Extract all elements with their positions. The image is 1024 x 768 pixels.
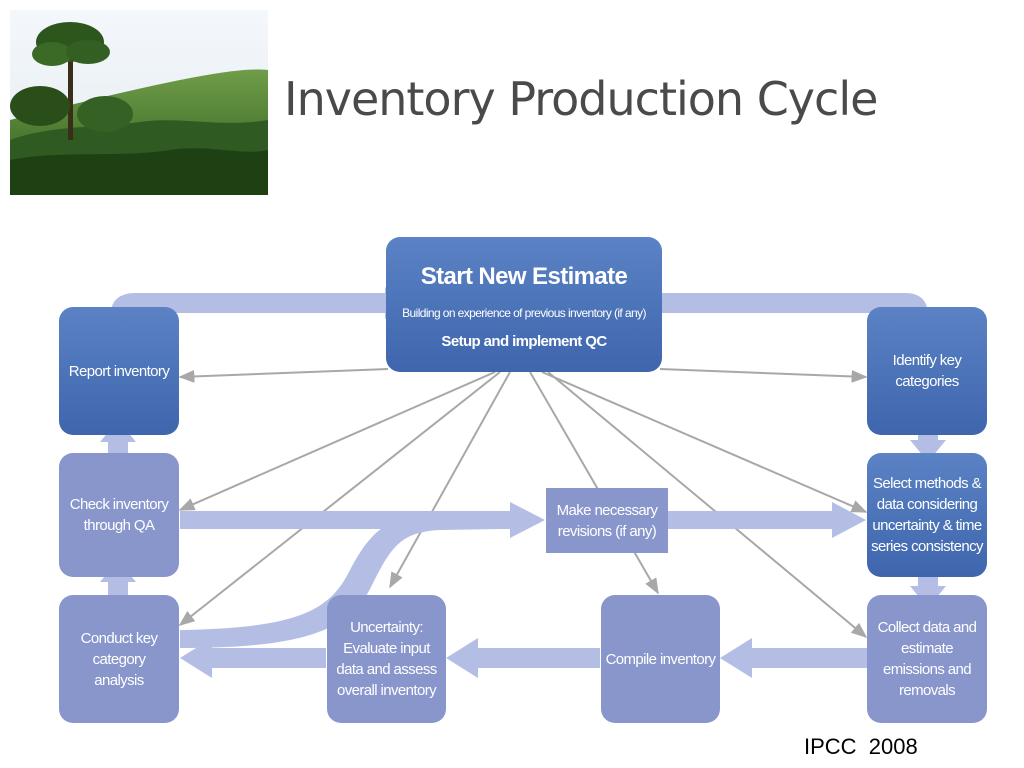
revisions-label: Make necessary revisions (if any) (556, 501, 658, 540)
select-methods-box: Select methods & data considering uncert… (867, 453, 987, 577)
arrow-start-to-check (178, 371, 496, 511)
start-qc: Setup and implement QC (441, 333, 607, 350)
arrow-compile-to-uncertainty (446, 638, 600, 678)
key-analysis-label: Conduct key category analysis (80, 629, 158, 689)
forest-photo (10, 10, 268, 195)
arrow-start-to-report (178, 368, 389, 383)
arrow-start-to-uncertainty (389, 371, 511, 589)
identify-label: Identify key categories (892, 352, 962, 390)
arrow-check-to-report (100, 420, 136, 458)
uncertainty-box: Uncertainty: Evaluate input data and ass… (327, 595, 446, 723)
source-credit: IPCC 2008 (804, 734, 918, 759)
compile-label: Compile inventory (605, 650, 716, 668)
arrow-collect-to-compile (720, 638, 868, 678)
forest-tree-icon (10, 10, 268, 195)
arrow-start-to-key-analysis (178, 371, 501, 626)
key-category-analysis-box: Conduct key category analysis (59, 595, 179, 723)
select-methods-label: Select methods & data considering uncert… (871, 475, 983, 555)
arrow-report-to-start (110, 287, 400, 345)
report-inventory-box: Report inventory (59, 307, 179, 435)
start-new-estimate-box: Start New Estimate Building on experienc… (386, 237, 662, 372)
arrow-key-to-check (100, 560, 136, 600)
page-title: Inventory Production Cycle (284, 72, 878, 126)
identify-key-categories-box: Identify key categories (867, 307, 987, 435)
arrow-start-to-identify-flow (660, 293, 940, 346)
arrow-start-to-compile (529, 371, 659, 595)
arrow-uncertainty-to-key (180, 638, 326, 678)
report-label: Report inventory (68, 362, 170, 380)
check-inventory-qa-box: Check inventory through QA (59, 453, 179, 577)
compile-inventory-box: Compile inventory (601, 595, 720, 723)
arrow-revisions-to-select (668, 502, 866, 538)
check-qa-label: Check inventory through QA (69, 496, 169, 534)
collect-label: Collect data and estimate emissions and … (877, 619, 977, 699)
arrow-start-to-collect (547, 371, 868, 639)
make-revisions-box: Make necessary revisions (if any) (546, 488, 668, 553)
arrow-start-to-identify (659, 368, 868, 383)
start-title: Start New Estimate (420, 263, 628, 290)
arrow-start-to-select (541, 371, 868, 513)
start-subtitle: Building on experience of previous inven… (402, 306, 646, 320)
collect-data-box: Collect data and estimate emissions and … (867, 595, 987, 723)
uncertainty-label: Uncertainty: Evaluate input data and ass… (336, 619, 437, 699)
